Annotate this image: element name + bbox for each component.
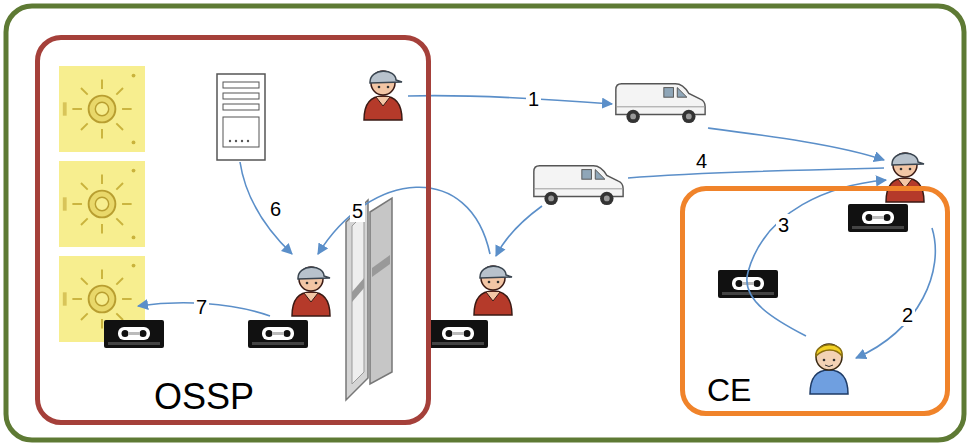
safe-icon (59, 66, 145, 152)
callout-number: 4 (694, 150, 709, 172)
callout-number: 1 (526, 88, 541, 110)
safe-icon (59, 161, 145, 247)
courier-figure (886, 153, 924, 202)
region-box: CE (680, 186, 950, 416)
region-box: OSSP (35, 35, 431, 425)
tape-icon (248, 320, 308, 348)
callout-number: 7 (194, 296, 209, 318)
client-figure (810, 344, 848, 394)
tape-icon (848, 204, 908, 232)
callout-number: 6 (268, 198, 283, 220)
callout-number: 5 (350, 200, 365, 222)
region-label: CE (707, 374, 751, 406)
tape-icon (428, 320, 488, 348)
van-icon (616, 84, 705, 123)
door-icon (346, 198, 392, 400)
outer-frame (6, 6, 964, 440)
courier-figure (474, 266, 512, 315)
callout-number: 2 (900, 304, 915, 326)
van-icon (534, 166, 623, 205)
region-label: OSSP (154, 379, 254, 415)
courier-figure (292, 267, 330, 316)
tape-icon (104, 320, 164, 348)
server-icon (217, 74, 265, 160)
flow-arrows (138, 96, 935, 358)
callout-number: 3 (776, 214, 791, 236)
courier-figure (364, 71, 402, 120)
